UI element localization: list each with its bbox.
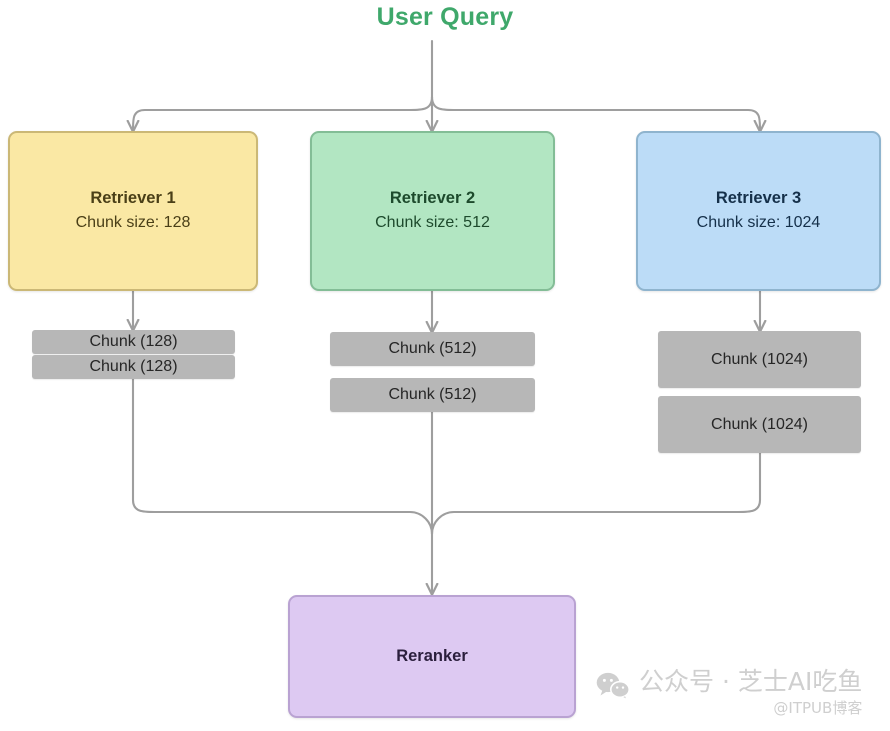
retriever-1-title: Retriever 1 xyxy=(90,189,176,208)
wechat-icon xyxy=(596,672,630,705)
wire-query-to-retriever-1 xyxy=(133,95,434,131)
watermark-main-text: 公众号 · 芝士AI吃鱼 xyxy=(639,667,863,696)
retriever-3-subtitle: Chunk size: 1024 xyxy=(696,213,821,231)
chunk-box[interactable]: Chunk (512) xyxy=(330,332,535,366)
page-title: User Query xyxy=(376,3,514,31)
retriever-3-title: Retriever 3 xyxy=(715,189,802,208)
retriever-1-node[interactable]: Retriever 1 Chunk size: 128 xyxy=(8,131,258,291)
watermark-sub-text: @ITPUB博客 xyxy=(773,698,863,717)
wire-query-to-retriever-3 xyxy=(430,95,760,131)
wire-chunks-3-to-reranker xyxy=(430,451,762,536)
retriever-3-node[interactable]: Retriever 3 Chunk size: 1024 xyxy=(636,131,881,291)
chunk-box[interactable]: Chunk (512) xyxy=(330,378,535,412)
chunk-box[interactable]: Chunk (128) xyxy=(32,355,235,379)
wire-chunks-1-to-reranker xyxy=(131,377,434,536)
retriever-2-subtitle: Chunk size: 512 xyxy=(375,213,490,231)
chunk-box[interactable]: Chunk (1024) xyxy=(658,396,861,453)
chunk-box[interactable]: Chunk (128) xyxy=(32,330,235,354)
chunk-box[interactable]: Chunk (1024) xyxy=(658,331,861,388)
reranker-node[interactable]: Reranker xyxy=(288,595,576,718)
retriever-2-title: Retriever 2 xyxy=(389,189,476,208)
retriever-2-node[interactable]: Retriever 2 Chunk size: 512 xyxy=(310,131,555,291)
retriever-1-subtitle: Chunk size: 128 xyxy=(75,213,191,231)
watermark: 公众号 · 芝士AI吃鱼 @ITPUB博客 xyxy=(596,668,862,718)
